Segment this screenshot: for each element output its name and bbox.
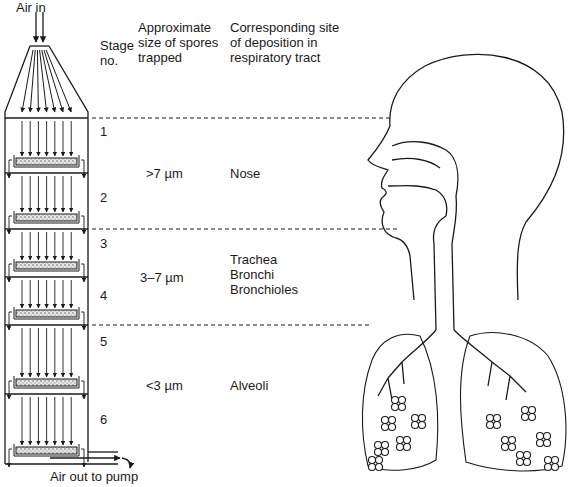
impactor-stages xyxy=(5,118,88,467)
label: Approximate size of spores trapped xyxy=(138,20,224,65)
stage-number: 3 xyxy=(100,236,107,251)
impactor-stage xyxy=(5,325,88,399)
division-line xyxy=(92,118,400,325)
label: 3–7 µm xyxy=(140,270,184,285)
head-outline xyxy=(368,54,564,330)
stage-number: 1 xyxy=(100,124,107,139)
impactor-stage xyxy=(5,173,88,234)
stage-number: 4 xyxy=(100,288,107,303)
sampler-hood xyxy=(5,46,88,118)
impactor-stage xyxy=(5,277,88,330)
label: Alveoli xyxy=(230,378,268,393)
stage-number: 6 xyxy=(100,412,107,427)
label: <3 µm xyxy=(146,378,183,393)
air-in-arrow xyxy=(36,12,43,42)
label: Air in xyxy=(16,0,46,15)
label: Stage no. xyxy=(100,38,134,68)
bronchi xyxy=(378,330,526,400)
impactor-stage xyxy=(5,394,88,467)
label: Corresponding site of deposition in resp… xyxy=(230,20,348,65)
impactor-stage xyxy=(5,118,88,178)
air-outlet xyxy=(5,452,130,468)
label: Air out to pump xyxy=(50,469,138,484)
impactor-stage xyxy=(5,229,88,282)
label: Trachea Bronchi Bronchioles xyxy=(230,252,298,297)
stage-number: 2 xyxy=(100,190,107,205)
label: >7 µm xyxy=(146,166,183,181)
airflow-arrows xyxy=(22,50,71,112)
lungs xyxy=(362,333,566,471)
label: Nose xyxy=(230,166,260,181)
stage-number: 5 xyxy=(100,334,107,349)
